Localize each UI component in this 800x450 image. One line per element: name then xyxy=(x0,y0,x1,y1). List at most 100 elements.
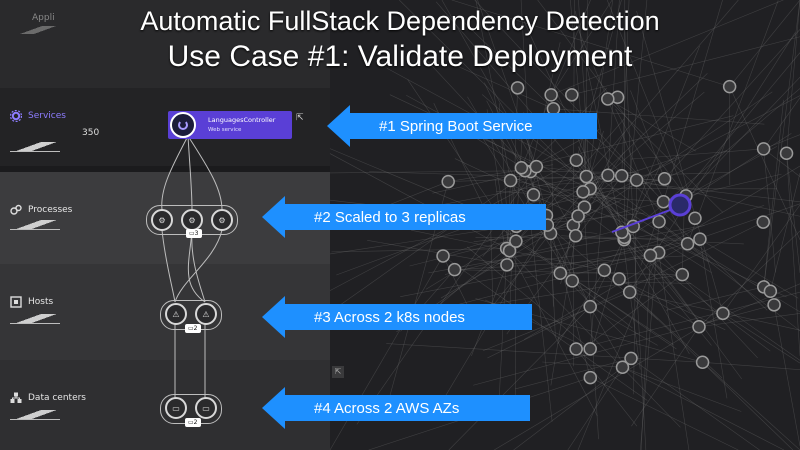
graph-edge xyxy=(530,42,561,172)
graph-edge xyxy=(619,278,726,331)
graph-node[interactable] xyxy=(601,168,615,183)
graph-node[interactable] xyxy=(601,92,615,106)
graph-node[interactable] xyxy=(722,79,737,94)
process-node[interactable]: ⚙ xyxy=(211,209,233,231)
graph-node[interactable] xyxy=(576,185,590,199)
graph-edge xyxy=(658,252,758,359)
graph-edge xyxy=(475,0,511,181)
graph-node[interactable] xyxy=(510,81,525,95)
graph-node[interactable] xyxy=(693,232,707,246)
graph-edge xyxy=(763,99,784,287)
graph-edge xyxy=(574,10,623,233)
graph-node[interactable] xyxy=(571,209,585,223)
graph-node[interactable] xyxy=(529,159,544,174)
graph-edge xyxy=(763,148,800,177)
graph-node[interactable] xyxy=(652,214,666,229)
datacenter-node[interactable]: ▭ xyxy=(165,397,187,419)
graph-edge xyxy=(606,0,687,197)
graph-node[interactable] xyxy=(500,258,514,272)
graph-node[interactable] xyxy=(614,169,629,183)
graph-node[interactable] xyxy=(447,262,462,277)
graph-node[interactable] xyxy=(763,284,778,299)
datacenter-node[interactable]: ▭ xyxy=(195,397,217,419)
graph-edge xyxy=(454,64,554,110)
graph-node[interactable] xyxy=(569,342,583,356)
page-title: Automatic FullStack Dependency Detection xyxy=(140,6,660,36)
processes-label: Processes xyxy=(28,205,73,215)
host-node[interactable]: ⚠ xyxy=(165,303,187,325)
graph-edge xyxy=(544,178,665,186)
graph-edge xyxy=(578,0,591,189)
expand-icon[interactable]: ⇱ xyxy=(332,366,344,378)
open-external-icon[interactable]: ⇱ xyxy=(296,113,304,123)
graph-node[interactable] xyxy=(615,360,630,374)
graph-edge xyxy=(584,95,800,208)
graph-node[interactable] xyxy=(756,215,770,229)
applications-row[interactable]: Appli xyxy=(0,0,330,88)
graph-node[interactable] xyxy=(716,306,730,321)
selected-edge xyxy=(611,209,671,233)
graph-edge xyxy=(640,255,651,450)
applications-label: Appli xyxy=(32,13,55,23)
graph-node[interactable] xyxy=(583,370,598,385)
hosts-count-badge: ▭2 xyxy=(185,324,201,333)
host-node[interactable]: ⚠ xyxy=(195,303,217,325)
graph-node[interactable] xyxy=(688,211,702,226)
graph-node[interactable] xyxy=(680,236,695,251)
graph-edge xyxy=(698,283,800,328)
graph-node[interactable] xyxy=(583,299,597,314)
processes-icon xyxy=(10,204,22,215)
processes-count-icon: ▭ xyxy=(189,230,195,237)
graph-node[interactable] xyxy=(544,88,558,102)
graph-node[interactable] xyxy=(569,153,584,167)
applications-sparkline xyxy=(14,26,62,34)
graph-node[interactable] xyxy=(553,266,568,280)
graph-node[interactable] xyxy=(514,161,529,175)
graph-node[interactable] xyxy=(579,169,594,184)
graph-node[interactable] xyxy=(675,267,690,282)
processes-label-wrap: Processes xyxy=(10,204,72,216)
process-node[interactable]: ⚙ xyxy=(181,209,203,231)
graph-edge xyxy=(551,0,784,96)
graph-edge xyxy=(510,180,625,200)
graph-node[interactable] xyxy=(568,228,583,243)
graph-node[interactable] xyxy=(767,298,781,312)
hosts-sparkline xyxy=(10,314,60,324)
graph-edge xyxy=(448,306,591,450)
graph-node[interactable] xyxy=(629,173,644,187)
graph-node[interactable] xyxy=(526,187,541,202)
graph-edge xyxy=(480,191,584,322)
graph-node[interactable] xyxy=(756,142,771,156)
graph-node[interactable] xyxy=(622,285,637,299)
graph-edge xyxy=(582,191,712,273)
graph-edge xyxy=(589,198,604,349)
graph-node[interactable] xyxy=(692,319,706,334)
graph-edge xyxy=(665,286,764,311)
graph-node[interactable] xyxy=(565,88,579,102)
graph-node[interactable] xyxy=(577,200,592,214)
graph-node[interactable] xyxy=(503,173,518,188)
graph-node[interactable] xyxy=(624,351,638,366)
graph-node[interactable] xyxy=(612,272,626,286)
graph-node[interactable] xyxy=(583,342,597,356)
graph-node[interactable] xyxy=(565,274,579,288)
service-card-languagescontroller[interactable]: LanguagesController Web service xyxy=(168,111,292,139)
graph-node[interactable] xyxy=(436,249,450,263)
selected-graph-node[interactable] xyxy=(668,193,692,217)
graph-edge xyxy=(591,239,625,349)
process-node[interactable]: ⚙ xyxy=(151,209,173,231)
graph-edge xyxy=(572,280,633,329)
graph-node[interactable] xyxy=(441,174,455,189)
graph-edge xyxy=(582,191,599,440)
graph-node[interactable] xyxy=(597,263,612,278)
graph-edge xyxy=(729,0,800,87)
graph-node[interactable] xyxy=(695,355,710,370)
graph-edge xyxy=(687,0,779,244)
graph-node[interactable] xyxy=(509,234,523,248)
graph-node[interactable] xyxy=(502,243,517,258)
graph-node[interactable] xyxy=(643,248,658,263)
graph-node[interactable] xyxy=(657,172,672,186)
graph-node[interactable] xyxy=(779,146,794,160)
graph-edge xyxy=(521,0,591,168)
graph-edge xyxy=(589,188,691,312)
